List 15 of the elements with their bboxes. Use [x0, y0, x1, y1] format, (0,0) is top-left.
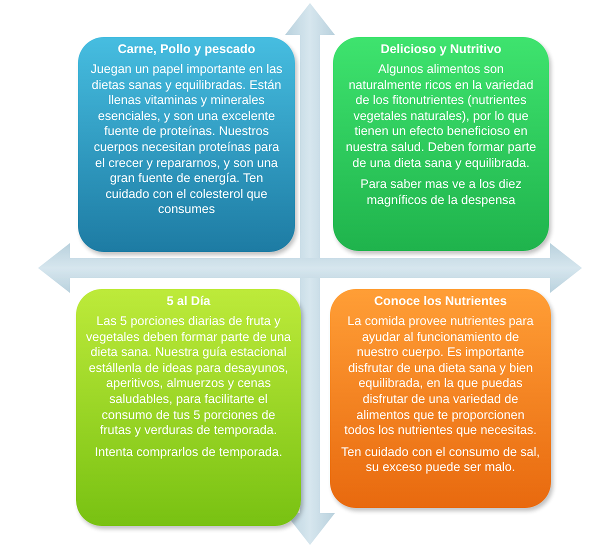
rounded-card	[76, 289, 301, 526]
rounded-card	[330, 289, 551, 508]
card-note: Para saber mas ve a los diez magníficos de la despensa	[359, 177, 523, 208]
card-text: Las 5 porciones diarias de fruta y vegetales deben formar parte de una dieta sana. Nuestra guía estacional estállenla de ideas para desayunos, aperitivos, almuerzos y cenas saludables, para facilitarte el consumo de tus 5 porciones de frutas y verduras de temporada.	[86, 314, 291, 439]
card-heading: Conoce los Nutrientes	[373, 294, 508, 309]
card-heading: 5 al Día	[166, 294, 212, 309]
card-note: Intenta comprarlos de temporada.	[94, 444, 284, 460]
rounded-card	[333, 37, 549, 251]
rounded-card	[78, 37, 295, 252]
card-text: La comida provee nutrientes para ayudar al funcionamiento de nuestro cuerpo. Es importante disfrutar de una dieta sana y bien equilibrada, en la que puedas disfrutar de una variedad de alimentos que te proporcionen todos los nutrientes que necesitas.	[343, 314, 538, 439]
card-text: Algunos alimentos son naturalmente ricos en la variedad de los fitonutrientes (nutrientes vegetales naturales), por lo que tienen un efecto beneficioso en nuestra salud. Deben formar parte de una dieta sana y equilibrada.	[344, 62, 538, 172]
card-note: Ten cuidado con el consumo de sal, su exceso puede ser malo.	[340, 444, 541, 476]
card-heading: Carne, Pollo y pescado	[116, 42, 256, 57]
card-heading: Delicioso y Nutritivo	[380, 42, 502, 57]
card-text: Juegan un papel importante en las dietas sanas y equilibradas. Están llenas vitaminas y minerales esenciales, y son una excelente fuente de proteínas. Nuestros cuerpos necesitan proteínas para el crecer y repararnos, y son una gran fuente de energía. Ten cuidado con el colesterol que consumes	[90, 62, 284, 218]
